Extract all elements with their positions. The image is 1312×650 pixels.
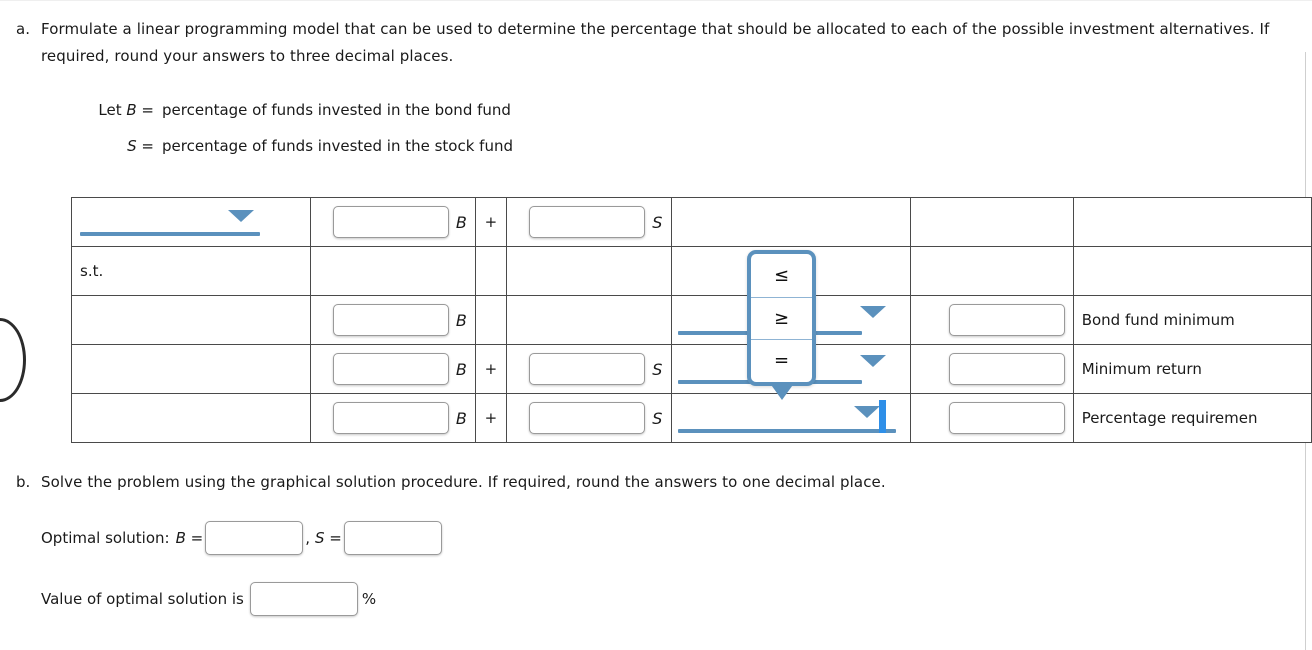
text-cursor-icon xyxy=(878,400,886,433)
objective-rhs-cell xyxy=(909,197,1074,247)
objective-s-coefficient-cell: S xyxy=(505,197,673,247)
table-row-percentage-requirement: B + S xyxy=(70,393,1312,443)
table-row-subject-to: s.t. xyxy=(70,246,1312,296)
constraint1-operator-cell xyxy=(474,295,507,345)
optimal-value-input[interactable] xyxy=(249,582,358,616)
variable-label-b: B xyxy=(455,212,467,232)
optimal-value-label: Value of optimal solution is xyxy=(41,590,244,608)
optimal-solution-prefix: Optimal solution: xyxy=(41,529,170,547)
objective-operator-cell: + xyxy=(474,197,507,247)
subject-to-operator-cell xyxy=(474,246,507,296)
constraint1-rhs-cell xyxy=(909,295,1074,345)
constraint3-label-cell xyxy=(70,393,312,443)
popup-pointer-tail xyxy=(768,382,795,400)
relation-dropdown-popup[interactable]: ≤ ≥ = xyxy=(747,250,816,400)
subject-to-s-cell xyxy=(505,246,673,296)
constraint3-b-coefficient-cell: B xyxy=(310,393,476,443)
definition-label-b: Let B = xyxy=(98,101,154,119)
constraint3-operator-cell: + xyxy=(474,393,507,443)
objective-label-cell[interactable] xyxy=(70,197,312,247)
constraint1-b-coefficient-input[interactable] xyxy=(332,304,449,336)
chevron-down-icon xyxy=(859,306,886,318)
constraint3-s-coefficient-input[interactable] xyxy=(529,402,646,434)
subject-to-rhs-cell xyxy=(909,246,1074,296)
variable-label-s: S xyxy=(652,212,663,232)
constraint2-s-coefficient-cell: S xyxy=(505,344,673,394)
constraint1-label-cell xyxy=(70,295,312,345)
part-a-marker: a. xyxy=(16,20,30,38)
constraint3-b-coefficient-input[interactable] xyxy=(332,402,449,434)
optimal-solution-row: Optimal solution: B = , S = xyxy=(41,521,444,555)
constraint1-s-coefficient-cell xyxy=(505,295,673,345)
definition-label-s: S = xyxy=(127,137,154,155)
definition-value-b: percentage of funds invested in the bond… xyxy=(162,101,511,119)
optimal-s-label: S = xyxy=(315,529,342,547)
optimal-b-input[interactable] xyxy=(205,521,304,555)
constraint2-s-coefficient-input[interactable] xyxy=(529,353,646,385)
variable-label-b: B xyxy=(455,310,467,330)
variable-label-b: B xyxy=(455,408,467,428)
definition-value-s: percentage of funds invested in the stoc… xyxy=(162,137,513,155)
constraint1-b-coefficient-cell: B xyxy=(310,295,476,345)
part-b-text: Solve the problem using the graphical so… xyxy=(41,473,886,491)
optimal-value-row: Value of optimal solution is % xyxy=(41,582,376,616)
table-row-bond-fund-minimum: B Bond fund minimum xyxy=(70,295,1312,345)
objective-b-coefficient-cell: B xyxy=(310,197,476,247)
constraint1-description-cell: Bond fund minimum xyxy=(1072,295,1312,345)
part-a-text: Formulate a linear programming model tha… xyxy=(41,20,1270,65)
constraint3-s-coefficient-cell: S xyxy=(505,393,673,443)
dropdown-underline xyxy=(80,232,261,236)
table-row-minimum-return: B + S xyxy=(70,344,1312,394)
dropdown-option-greater-equal[interactable]: ≥ xyxy=(751,296,812,340)
constraint2-description-cell: Minimum return xyxy=(1072,344,1312,394)
chevron-down-icon xyxy=(228,210,255,222)
constraint1-description-text: Bond fund minimum xyxy=(1081,311,1235,329)
constraint3-relation-dropdown[interactable] xyxy=(678,394,902,442)
subject-to-label-cell: s.t. xyxy=(70,246,312,296)
percent-symbol: % xyxy=(361,590,377,608)
objective-s-coefficient-input[interactable] xyxy=(529,206,646,238)
constraint2-label-cell xyxy=(70,344,312,394)
constraint3-rhs-input[interactable] xyxy=(948,402,1065,434)
objective-relation-cell xyxy=(671,197,911,247)
constraint3-rhs-cell xyxy=(909,393,1074,443)
constraint2-description-text: Minimum return xyxy=(1081,360,1202,378)
lp-model-table: B + S s.t. xyxy=(70,197,1312,443)
dropdown-option-equal[interactable]: = xyxy=(751,339,812,382)
constraint2-rhs-cell xyxy=(909,344,1074,394)
table-row-objective: B + S xyxy=(70,197,1312,247)
chevron-down-icon xyxy=(853,406,880,418)
variable-label-s: S xyxy=(652,359,663,379)
constraint2-operator-cell: + xyxy=(474,344,507,394)
objective-type-dropdown[interactable] xyxy=(80,198,261,246)
constraint2-b-coefficient-cell: B xyxy=(310,344,476,394)
definition-row-b: Let B = percentage of funds invested in … xyxy=(80,101,513,137)
decorative-arc xyxy=(0,318,26,402)
objective-b-coefficient-input[interactable] xyxy=(332,206,449,238)
constraint1-rhs-input[interactable] xyxy=(948,304,1065,336)
optimal-s-input[interactable] xyxy=(343,521,442,555)
dropdown-option-less-equal[interactable]: ≤ xyxy=(773,264,790,286)
constraint3-relation-cell[interactable] xyxy=(671,393,911,443)
part-b-marker: b. xyxy=(16,473,31,491)
optimal-separator: , xyxy=(305,529,310,547)
definition-row-s: S = percentage of funds invested in the … xyxy=(80,137,513,173)
variable-label-b: B xyxy=(455,359,467,379)
subject-to-b-cell xyxy=(310,246,476,296)
constraint3-description-cell: Percentage requiremen xyxy=(1072,393,1312,443)
optimal-b-label: B = xyxy=(175,529,204,547)
constraint2-rhs-input[interactable] xyxy=(948,353,1065,385)
dropdown-underline xyxy=(678,429,896,433)
variable-definitions: Let B = percentage of funds invested in … xyxy=(80,101,513,173)
constraint2-b-coefficient-input[interactable] xyxy=(332,353,449,385)
subject-to-description-cell xyxy=(1072,246,1312,296)
top-divider xyxy=(0,0,1312,1)
objective-description-cell xyxy=(1072,197,1312,247)
variable-label-s: S xyxy=(652,408,663,428)
constraint3-description-text: Percentage requiremen xyxy=(1081,409,1258,427)
chevron-down-icon xyxy=(859,355,886,367)
